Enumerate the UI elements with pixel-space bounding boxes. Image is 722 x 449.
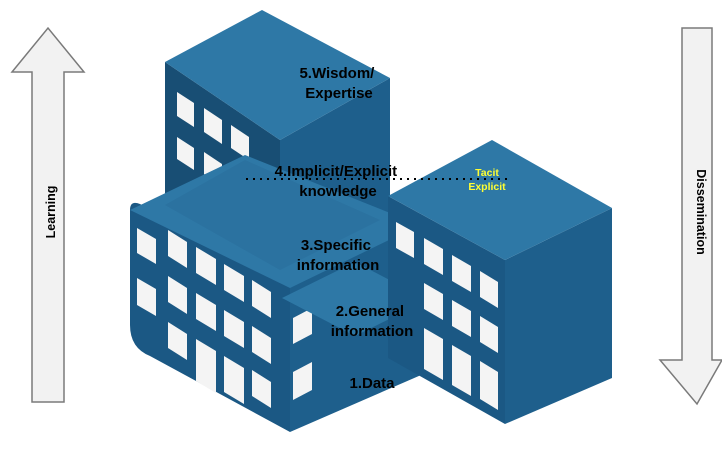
- right-building-top: [388, 140, 612, 260]
- level-2-label: 2.General information: [331, 303, 414, 340]
- level-3-label: 3.Specific information: [297, 237, 380, 274]
- level-labels: 5.Wisdom/ Expertise 4.Implicit/Explicit …: [275, 65, 414, 392]
- dissemination-label: Dissemination: [694, 169, 708, 254]
- tacit-label: Tacit: [475, 167, 499, 179]
- right-building: [388, 140, 612, 424]
- explicit-label: Explicit: [468, 181, 506, 193]
- level-4-line2: knowledge: [299, 183, 377, 200]
- learning-label: Learning: [44, 186, 58, 239]
- level-5-label: 5.Wisdom/ Expertise: [299, 65, 378, 102]
- learning-arrow: Learning: [10, 26, 86, 403]
- main-building-windows: [137, 228, 312, 408]
- middle-block-top: [165, 160, 380, 270]
- down-arrow-icon: [658, 27, 722, 406]
- level-2-line1: 2.General: [336, 303, 404, 320]
- dissemination-arrow: Dissemination: [658, 27, 722, 406]
- level-4-line1: 4.Implicit/Explicit: [275, 163, 398, 180]
- level-3-line2: information: [297, 257, 380, 274]
- wisdom-building-top: [165, 10, 390, 140]
- level-5-line2: Expertise: [305, 85, 373, 102]
- level-3-line1: 3.Specific: [301, 237, 371, 254]
- right-building-front-face: [505, 208, 612, 424]
- right-building-windows: [396, 222, 498, 410]
- level-1-label: 1.Data: [349, 375, 395, 392]
- level-4-label: 4.Implicit/Explicit knowledge: [275, 163, 402, 200]
- right-building-left-face: [388, 196, 505, 424]
- level-5-line1: 5.Wisdom/: [299, 65, 375, 82]
- up-arrow-icon: [10, 26, 86, 403]
- level-2-line2: information: [331, 323, 414, 340]
